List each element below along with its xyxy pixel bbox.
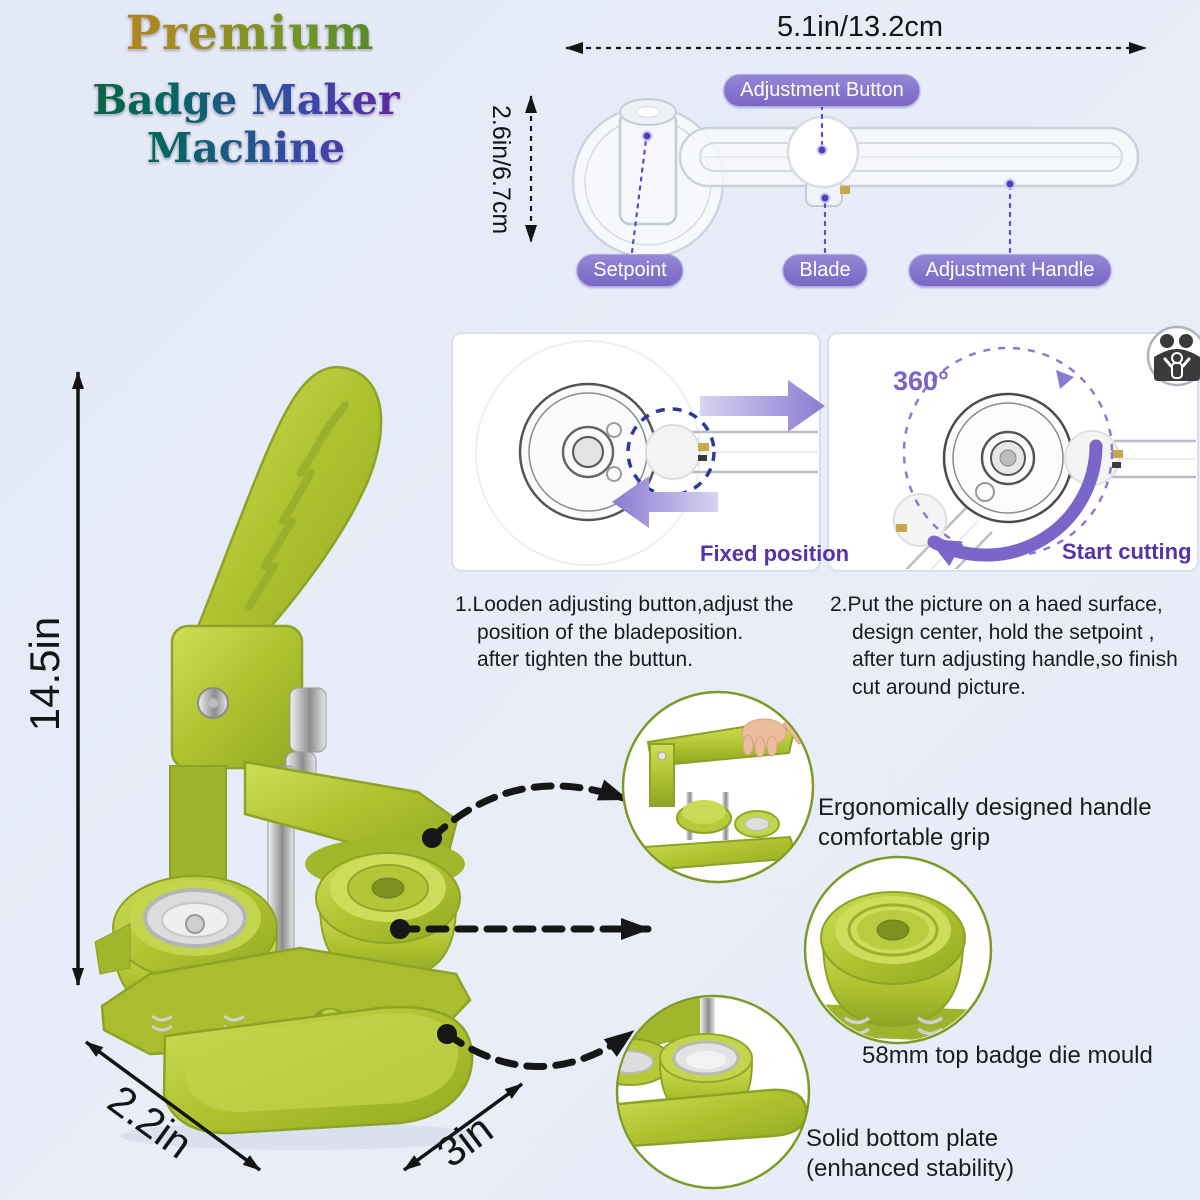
panel2-caption: Start cutting [1062,539,1192,564]
label-blade: Blade [782,254,868,287]
panel2-angle: 360° [893,366,949,396]
feature-plate: Solid bottom plate (enhanced stability) [806,1125,1015,1182]
machine-height-dimension: 14.5in [21,616,68,732]
title-machine: Badge Maker Machine [0,76,492,172]
instruction-step-1: 1.Looden adjusting button,adjust the pos… [455,593,794,672]
step-panel-2 [827,325,1200,572]
feature-die: 58mm top badge die mould [862,1042,1153,1069]
callout-handle [621,690,815,884]
feature-handle: Ergonomically designed handle comfortabl… [818,794,1152,851]
family-icon [1146,325,1200,387]
cutter-width-dimension: 5.1in/13.2cm [776,11,944,43]
label-setpoint: Setpoint [576,254,684,287]
callout-arrow-dots [390,828,457,1044]
instruction-step-2: 2.Put the picture on a haed surface, des… [830,593,1178,700]
callout-bottom-plate [615,994,811,1190]
callout-die-mould [803,855,993,1045]
title-premium: Premium [30,6,470,61]
label-adjustment-button: Adjustment Button [723,74,921,107]
callout-arrows [396,779,652,1070]
panel1-caption: Fixed position [700,541,850,566]
circle-cutter-illustration [571,98,1140,259]
label-adjustment-handle: Adjustment Handle [908,254,1112,287]
dimension-lines [72,42,1147,1172]
step-panel-1 [451,332,825,572]
badge-maker-machine-photo [94,365,480,1150]
cutter-height-dimension: 2.6in/6.7cm [487,105,515,235]
